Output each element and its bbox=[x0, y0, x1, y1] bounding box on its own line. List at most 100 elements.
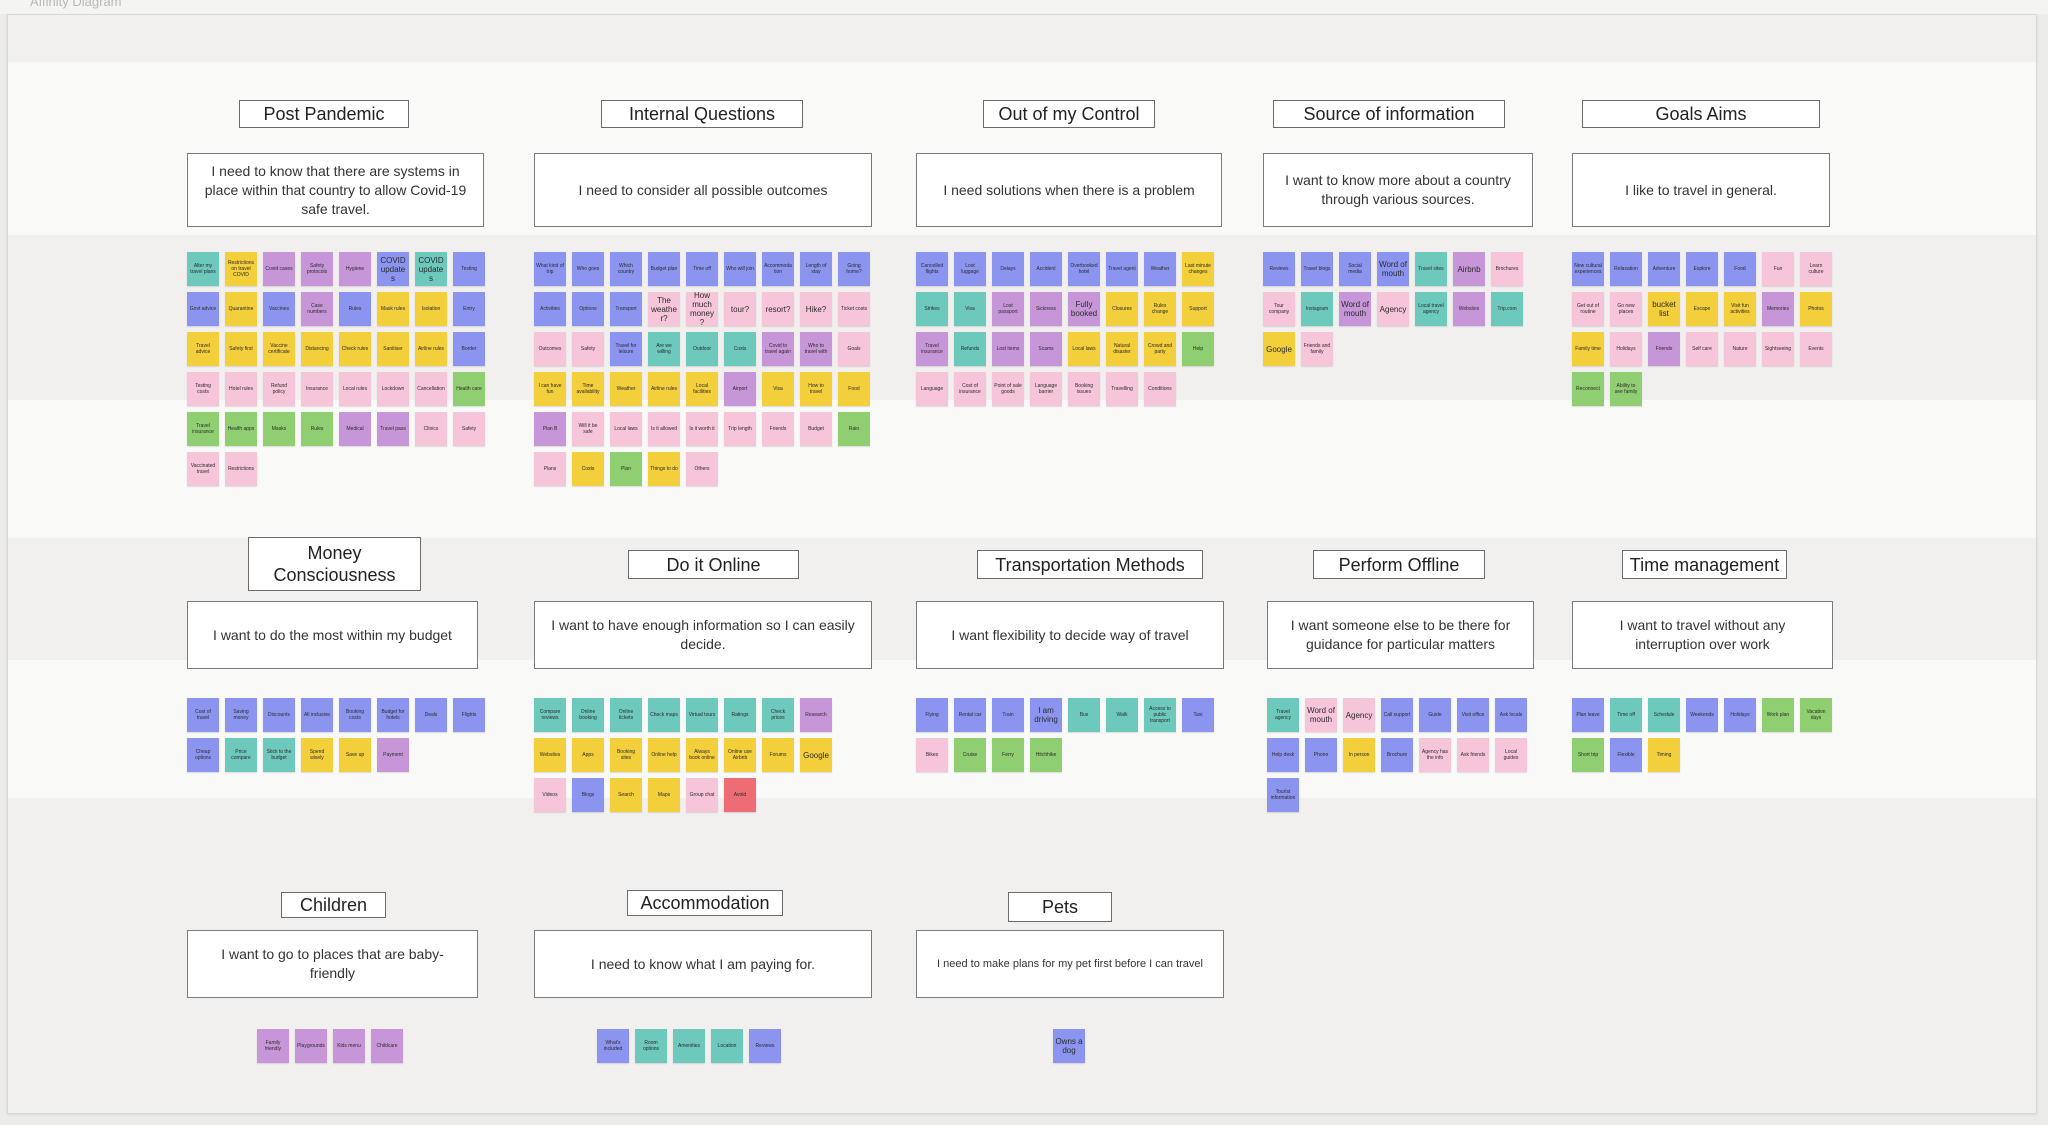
sticky-note[interactable]: Family time bbox=[1572, 332, 1604, 366]
sticky-note[interactable]: Visa bbox=[954, 292, 986, 326]
sticky-note[interactable]: Outcomes bbox=[534, 332, 566, 366]
sticky-note[interactable]: Border bbox=[453, 332, 485, 366]
sticky-note[interactable]: Last minute changes bbox=[1182, 252, 1214, 286]
sticky-note[interactable]: Travel insurance bbox=[187, 412, 219, 446]
sticky-note[interactable]: Local laws bbox=[610, 412, 642, 446]
sticky-note[interactable]: Price compare bbox=[225, 738, 257, 772]
sticky-note[interactable]: Bikes bbox=[916, 738, 948, 772]
sticky-note[interactable]: Phone bbox=[1305, 738, 1337, 772]
sticky-note[interactable]: Group chat bbox=[686, 778, 718, 812]
sticky-note[interactable]: Language barrier bbox=[1030, 372, 1062, 406]
cluster-statement-accommodation[interactable]: I need to know what I am paying for. bbox=[534, 930, 872, 998]
sticky-note[interactable]: Holidays bbox=[1610, 332, 1642, 366]
sticky-note[interactable]: Lost luggage bbox=[954, 252, 986, 286]
sticky-note[interactable]: Ticket costs bbox=[838, 292, 870, 326]
cluster-statement-time-management[interactable]: I want to travel without any interruptio… bbox=[1572, 601, 1833, 669]
sticky-note[interactable]: Covid cases bbox=[263, 252, 295, 286]
sticky-note[interactable]: Budget plan bbox=[648, 252, 680, 286]
sticky-note[interactable]: Isolation bbox=[415, 292, 447, 326]
sticky-note[interactable]: Mask rules bbox=[377, 292, 409, 326]
sticky-note[interactable]: Ratings bbox=[724, 698, 756, 732]
sticky-note[interactable]: Time availability bbox=[572, 372, 604, 406]
sticky-note[interactable]: Room options bbox=[635, 1029, 667, 1063]
cluster-title-source-of-information[interactable]: Source of information bbox=[1273, 100, 1505, 128]
sticky-note[interactable]: Support bbox=[1182, 292, 1214, 326]
sticky-note[interactable]: Trip length bbox=[724, 412, 756, 446]
sticky-note[interactable]: Reconnect bbox=[1572, 372, 1604, 406]
cluster-title-perform-offline[interactable]: Perform Offline bbox=[1313, 550, 1485, 579]
sticky-note[interactable]: Weather bbox=[610, 372, 642, 406]
sticky-note[interactable]: All inclusive bbox=[301, 698, 333, 732]
sticky-note[interactable]: Compare reviews bbox=[534, 698, 566, 732]
sticky-note[interactable]: Safety bbox=[572, 332, 604, 366]
sticky-note[interactable]: In person bbox=[1343, 738, 1375, 772]
sticky-note[interactable]: Location bbox=[711, 1029, 743, 1063]
sticky-note[interactable]: Friends bbox=[762, 412, 794, 446]
cluster-statement-out-of-my-control[interactable]: I need solutions when there is a problem bbox=[916, 153, 1222, 227]
sticky-note[interactable]: I am driving bbox=[1030, 698, 1062, 732]
sticky-note[interactable]: Online booking bbox=[572, 698, 604, 732]
sticky-note[interactable]: Tourist information bbox=[1267, 778, 1299, 812]
sticky-note[interactable]: Goals bbox=[838, 332, 870, 366]
sticky-note[interactable]: Going home? bbox=[838, 252, 870, 286]
sticky-note[interactable]: Amenities bbox=[673, 1029, 705, 1063]
sticky-note[interactable]: Learn culture bbox=[1800, 252, 1832, 286]
sticky-note[interactable]: Brochures bbox=[1491, 252, 1523, 286]
sticky-note[interactable]: Timing bbox=[1648, 738, 1680, 772]
sticky-note[interactable]: Fully booked bbox=[1068, 292, 1100, 326]
sticky-note[interactable]: Spend wisely bbox=[301, 738, 333, 772]
cluster-statement-goals-aims[interactable]: I like to travel in general. bbox=[1572, 153, 1830, 227]
sticky-note[interactable]: Rental car bbox=[954, 698, 986, 732]
sticky-note[interactable]: Travel advice bbox=[187, 332, 219, 366]
sticky-note[interactable]: Maps bbox=[648, 778, 680, 812]
sticky-note[interactable]: Govt advice bbox=[187, 292, 219, 326]
cluster-statement-money-consciousness[interactable]: I want to do the most within my budget bbox=[187, 601, 478, 669]
sticky-note[interactable]: Virtual tours bbox=[686, 698, 718, 732]
sticky-note[interactable]: Safety first bbox=[225, 332, 257, 366]
sticky-note[interactable]: Short trip bbox=[1572, 738, 1604, 772]
sticky-note[interactable]: Things to do bbox=[648, 452, 680, 486]
sticky-note[interactable]: Escape bbox=[1686, 292, 1718, 326]
sticky-note[interactable]: How to travel bbox=[800, 372, 832, 406]
sticky-note[interactable]: Rules bbox=[301, 412, 333, 446]
sticky-note[interactable]: Vacation days bbox=[1800, 698, 1832, 732]
sticky-note[interactable]: Fun bbox=[1762, 252, 1794, 286]
sticky-note[interactable]: Delays bbox=[992, 252, 1024, 286]
sticky-note[interactable]: Testing bbox=[453, 252, 485, 286]
sticky-note[interactable]: Airline rules bbox=[648, 372, 680, 406]
sticky-note[interactable]: Costs bbox=[572, 452, 604, 486]
sticky-note[interactable]: Crowd and party bbox=[1144, 332, 1176, 366]
sticky-note[interactable]: Rules change bbox=[1144, 292, 1176, 326]
sticky-note[interactable]: Visit fun activities bbox=[1724, 292, 1756, 326]
sticky-note[interactable]: Search bbox=[610, 778, 642, 812]
sticky-note[interactable]: What kind of trip bbox=[534, 252, 566, 286]
cluster-title-goals-aims[interactable]: Goals Aims bbox=[1582, 100, 1820, 128]
sticky-note[interactable]: Apps bbox=[572, 738, 604, 772]
sticky-note[interactable]: Ask locals bbox=[1495, 698, 1527, 732]
sticky-note[interactable]: Which country bbox=[610, 252, 642, 286]
sticky-note[interactable]: Relaxation bbox=[1610, 252, 1642, 286]
sticky-note[interactable]: Weather bbox=[1144, 252, 1176, 286]
sticky-note[interactable]: Natural disaster bbox=[1106, 332, 1138, 366]
sticky-note[interactable]: Budget for hotels bbox=[377, 698, 409, 732]
sticky-note[interactable]: Call support bbox=[1381, 698, 1413, 732]
cluster-title-transportation-methods[interactable]: Transportation Methods bbox=[977, 550, 1203, 579]
sticky-note[interactable]: Avoid bbox=[724, 778, 756, 812]
sticky-note[interactable]: bucket list bbox=[1648, 292, 1680, 326]
cluster-statement-children[interactable]: I want to go to places that are baby-fri… bbox=[187, 930, 478, 998]
cluster-statement-source-of-information[interactable]: I want to know more about a country thro… bbox=[1263, 153, 1533, 227]
sticky-note[interactable]: Airbnb bbox=[1453, 252, 1485, 286]
sticky-note[interactable]: Weekends bbox=[1686, 698, 1718, 732]
sticky-note[interactable]: Hotel rules bbox=[225, 372, 257, 406]
sticky-note[interactable]: Get out of routine bbox=[1572, 292, 1604, 326]
sticky-note[interactable]: Hitchhike bbox=[1030, 738, 1062, 772]
sticky-note[interactable]: Research bbox=[800, 698, 832, 732]
sticky-note[interactable]: Cheap options bbox=[187, 738, 219, 772]
cluster-statement-post-pandemic[interactable]: I need to know that there are systems in… bbox=[187, 153, 484, 227]
sticky-note[interactable]: Insurance bbox=[301, 372, 333, 406]
sticky-note[interactable]: Strikes bbox=[916, 292, 948, 326]
sticky-note[interactable]: Plan B bbox=[534, 412, 566, 446]
sticky-note[interactable]: Bus bbox=[1068, 698, 1100, 732]
sticky-note[interactable]: Closures bbox=[1106, 292, 1138, 326]
sticky-note[interactable]: Entry bbox=[453, 292, 485, 326]
